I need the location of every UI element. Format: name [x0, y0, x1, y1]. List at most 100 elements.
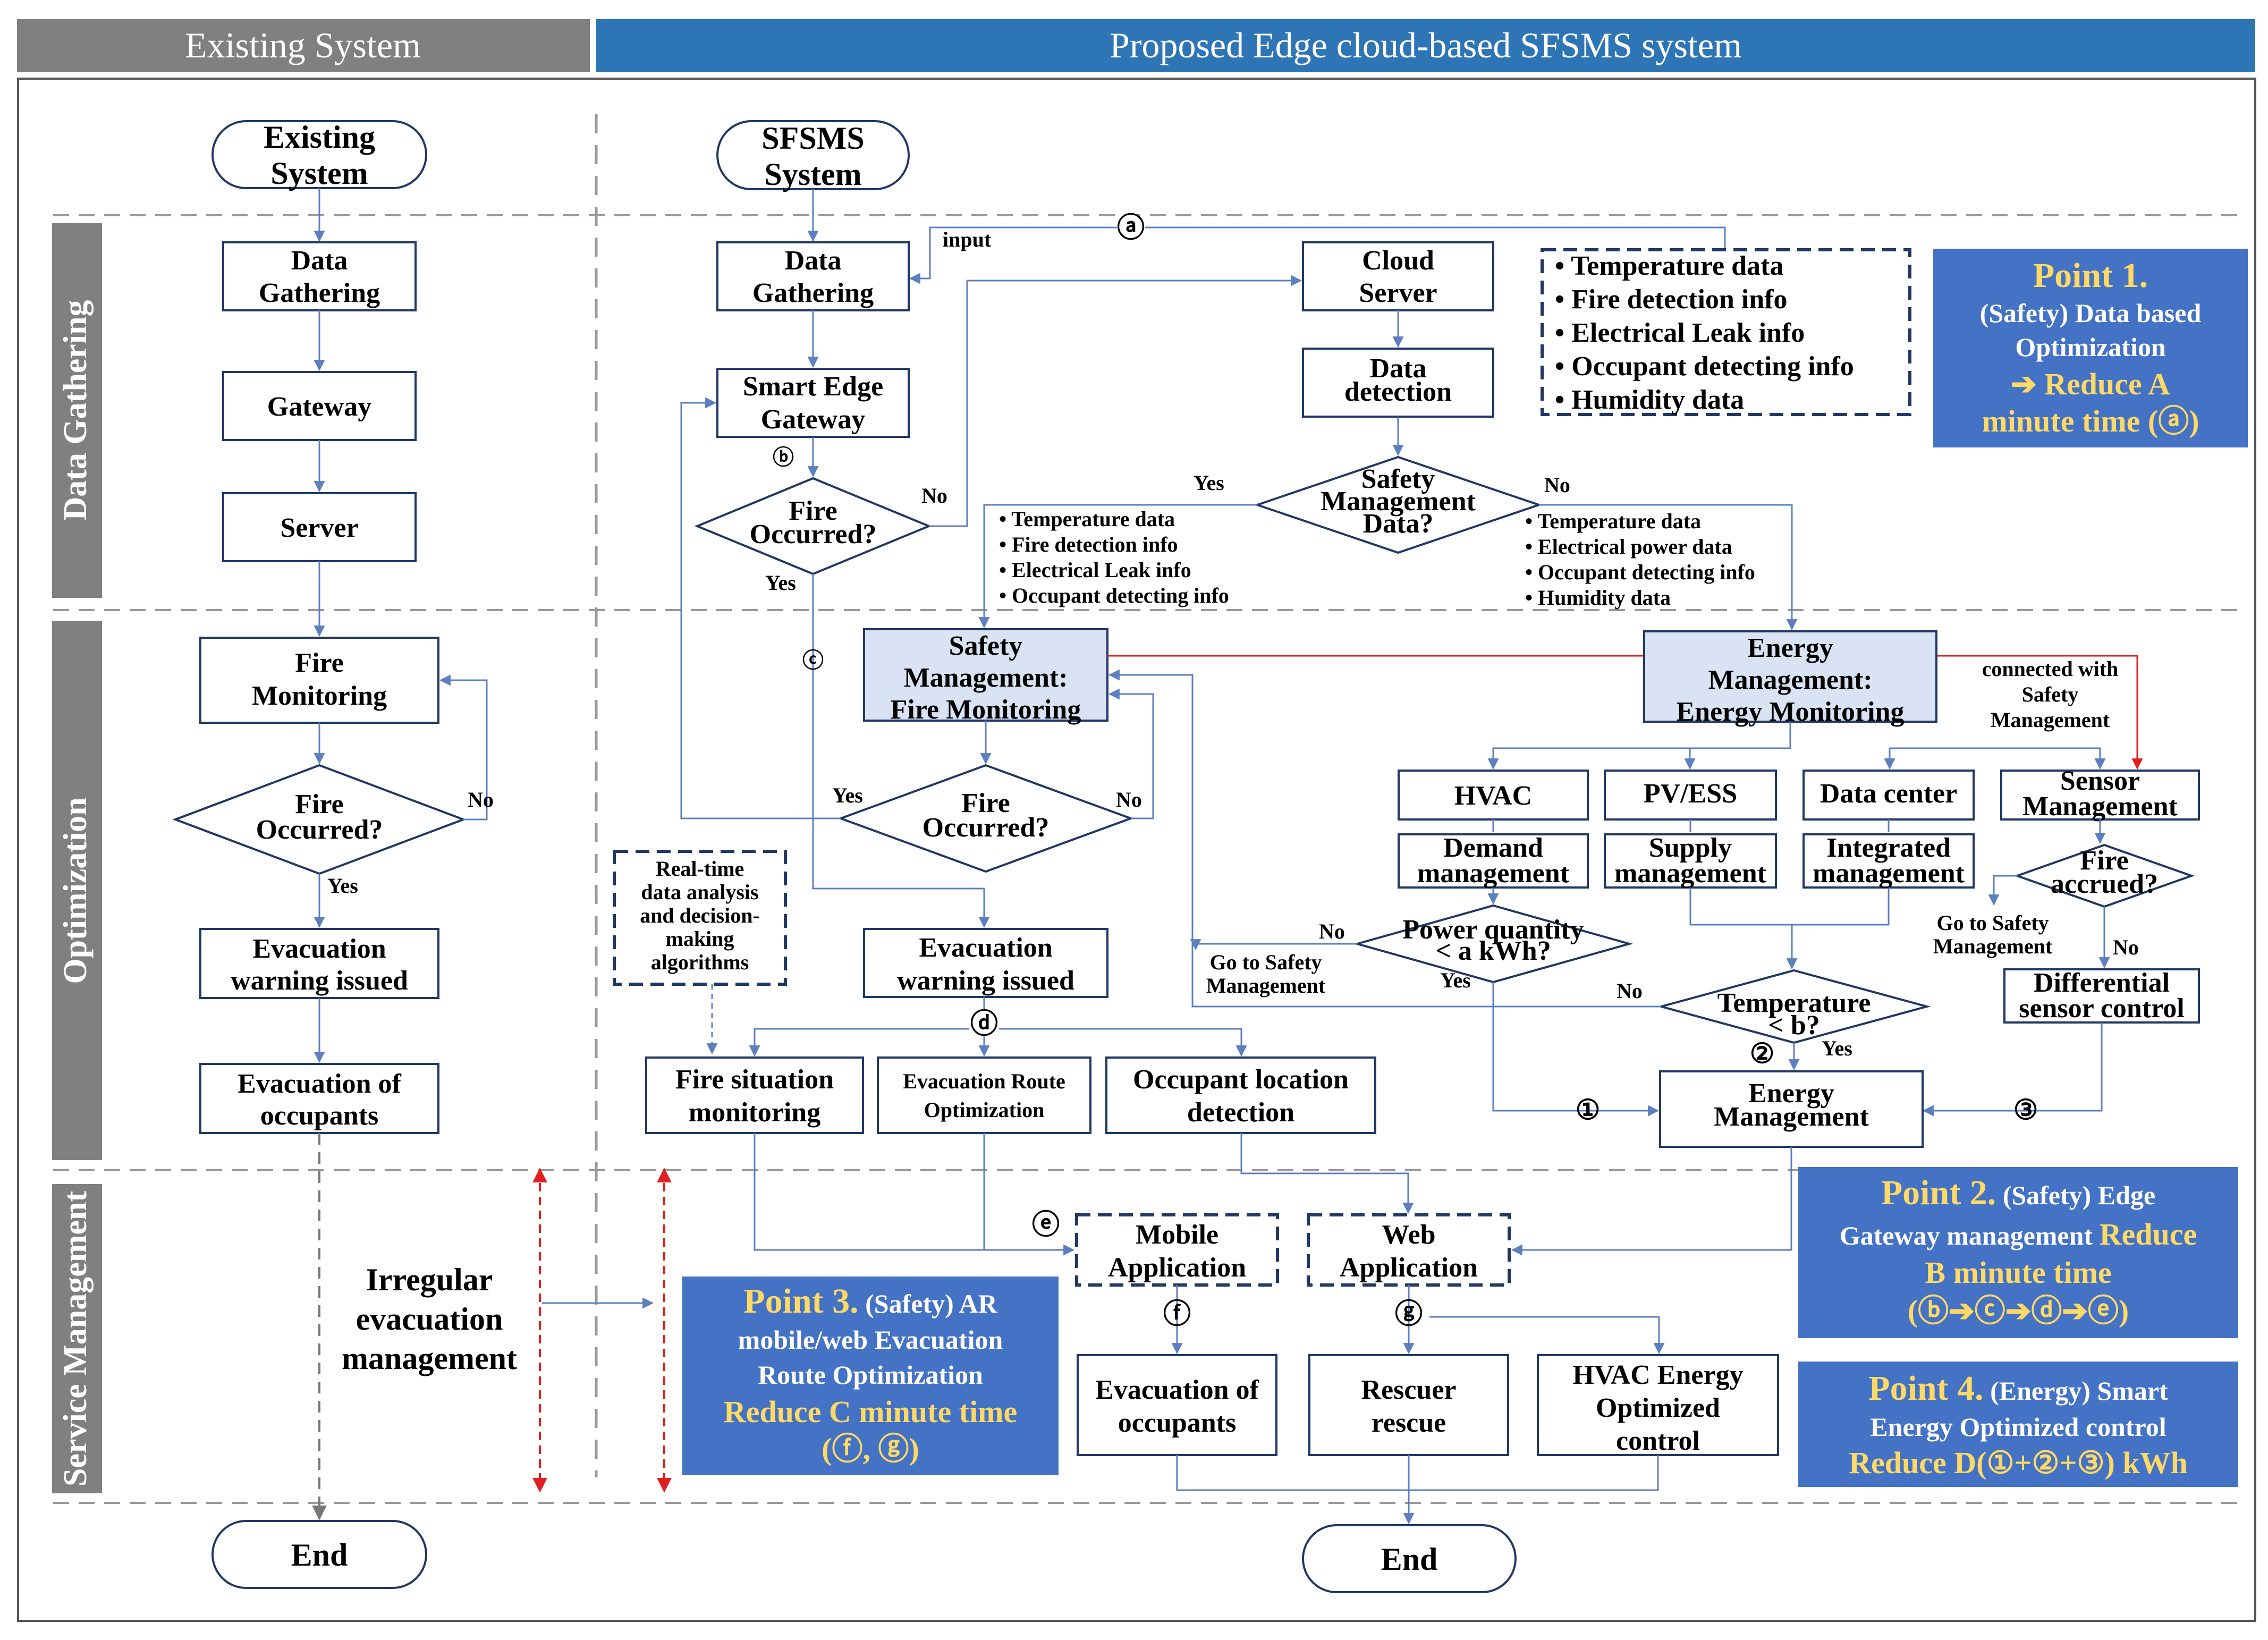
circle-d: ⓓ [970, 1009, 998, 1039]
point-4-box: Point 4. (Energy) Smart Energy Optimized… [1798, 1362, 2238, 1487]
point-4-line3: Reduce D(①+②+③) kWh [1849, 1445, 2188, 1480]
rescuer-rescue [1308, 1354, 1509, 1456]
safety-mgmt-line1: Safety [949, 631, 1023, 661]
sfsms-data-gathering [716, 241, 910, 311]
existing-no-label: No [468, 788, 494, 811]
fire-accrued-no: No [2113, 935, 2139, 959]
connector-to-end [1176, 1455, 1659, 1491]
connected-line3: Management [1991, 708, 2110, 732]
temp-line2: < b? [1768, 1010, 1820, 1041]
info-item: • Fire detection info [1555, 284, 1788, 315]
sfsms-fire-occurred-2-line1: Fire [961, 788, 1010, 818]
power-no: No [1319, 919, 1345, 943]
sfsms-evac-occ-line2: occupants [1118, 1408, 1236, 1438]
point-4-line2: Energy Optimized control [1870, 1412, 2166, 1442]
differential-line2: sensor control [2019, 993, 2185, 1024]
sfsms-start-line2: System [764, 157, 861, 192]
connector-no-loop [439, 674, 488, 821]
temp-no: No [1617, 979, 1643, 1003]
point-3-line2: mobile/web Evacuation [738, 1325, 1003, 1355]
energy-data-list: • Temperature data • Electrical power da… [1525, 509, 1755, 610]
temp-line1: Temperature [1717, 988, 1871, 1018]
circle-b: ⓑ [773, 445, 794, 469]
connector-no-to-cloud [929, 275, 1302, 527]
hvac-energy-line1: HVAC Energy [1572, 1360, 1743, 1390]
point-1-line2: Optimization [2015, 332, 2166, 362]
point-1-line3: ➔ Reduce A [2011, 367, 2170, 401]
safety-data-line2: Management [1321, 486, 1476, 517]
realtime-line4: making [666, 927, 734, 951]
fire-situation-monitoring [645, 1056, 864, 1134]
evac-route-line1: Evacuation Route [903, 1069, 1065, 1093]
connector-energy-to-web [1511, 1147, 1792, 1256]
input-label: input [943, 227, 992, 251]
safety-data-list: • Temperature data • Fire detection info… [999, 507, 1229, 607]
energy-mgmt-line2: Management: [1708, 665, 1872, 695]
fire-accrued-line2: accrued? [2051, 869, 2158, 899]
point-3-line3: Route Optimization [758, 1360, 983, 1390]
point-3-box: Point 3. (Safety) AR mobile/web Evacuati… [682, 1277, 1059, 1475]
data-detection-line1: Data [1370, 353, 1427, 384]
differential-sensor-control [2003, 968, 2200, 1024]
goto2-line2: Management [1206, 974, 1326, 997]
existing-evac-occupants-line2: occupants [260, 1101, 378, 1131]
circle-g: ⓖ [1395, 1299, 1423, 1330]
sfsms-data-gathering-line2: Gathering [752, 278, 874, 308]
sensor-mgmt-line2: Management [2022, 791, 2178, 822]
sfsms-no-1: No [921, 484, 947, 508]
safety-data-line3: Data? [1363, 509, 1434, 539]
occupant-loc-line1: Occupant location [1133, 1064, 1349, 1095]
red-link-to-sensor [1934, 655, 2143, 770]
point-2-box: Point 2. (Safety) Edge Gateway managemen… [1798, 1167, 2238, 1338]
pv-ess-label: PV/ESS [1644, 779, 1737, 809]
rescuer-line2: rescue [1372, 1408, 1446, 1438]
lane-service-management [52, 1184, 102, 1493]
sfsms-fire-occurred-1-line1: Fire [789, 496, 837, 526]
connector-yes-to-evac [812, 574, 990, 928]
circle-2: ② [1750, 1039, 1775, 1069]
data-detection-line2: detection [1344, 377, 1452, 407]
demand-line1: Demand [1443, 833, 1543, 863]
safety-mgmt-line3: Fire Monitoring [891, 695, 1081, 725]
existing-evac-warning-line1: Evacuation [252, 934, 386, 964]
hvac-energy-line2: Optimized [1596, 1393, 1720, 1423]
power-line1: Power quantity [1402, 915, 1584, 945]
existing-banner [17, 19, 590, 72]
evacuation-route-optimization [877, 1056, 1091, 1134]
existing-gateway-label: Gateway [267, 392, 371, 422]
existing-evac-warning [199, 928, 439, 999]
supply-line2: management [1614, 858, 1767, 889]
existing-data-gathering [222, 241, 417, 311]
power-line2: < a kWh? [1435, 936, 1551, 966]
circle-f: ⓕ [1163, 1299, 1191, 1330]
energy-box-line2: Management [1714, 1102, 1869, 1132]
sfsms-fire-occurred-2 [837, 764, 1134, 873]
sfsms-data-gathering-line1: Data [785, 246, 842, 276]
info-item: • Electrical Leak info [1555, 318, 1805, 348]
realtime-algorithms-box [613, 850, 787, 986]
safety-data-line1: Safety [1361, 464, 1435, 494]
data-detection [1302, 348, 1494, 418]
smart-edge-gateway-line1: Smart Edge [743, 371, 883, 402]
connector [1890, 747, 2106, 770]
connector-energy-branch [1487, 722, 1791, 770]
energy-management-box [1659, 1070, 1924, 1148]
point-2-line2: Gateway management Reduce [1840, 1217, 2197, 1252]
lane-optimization [52, 621, 102, 1160]
fire-situation-line1: Fire situation [675, 1064, 834, 1095]
occupant-loc-line2: detection [1187, 1097, 1294, 1128]
fire-accrued-line1: Fire [2080, 846, 2128, 876]
info-item: • Temperature data [1555, 251, 1783, 281]
sfsms-start-line1: SFSMS [761, 121, 864, 156]
temp-yes: Yes [1822, 1036, 1852, 1060]
existing-fire-monitoring [199, 637, 439, 724]
realtime-line3: and decision- [640, 903, 760, 927]
irregular-line2: evacuation [356, 1301, 503, 1337]
existing-server [222, 492, 417, 562]
realtime-line2: data analysis [641, 880, 758, 904]
energy-mgmt-line1: Energy [1747, 633, 1833, 663]
existing-fire-monitoring-line1: Fire [295, 648, 343, 678]
connector-to-goto-1 [1988, 875, 2017, 906]
connector [1690, 924, 1798, 970]
connector-yes-to-safety [978, 504, 1257, 629]
